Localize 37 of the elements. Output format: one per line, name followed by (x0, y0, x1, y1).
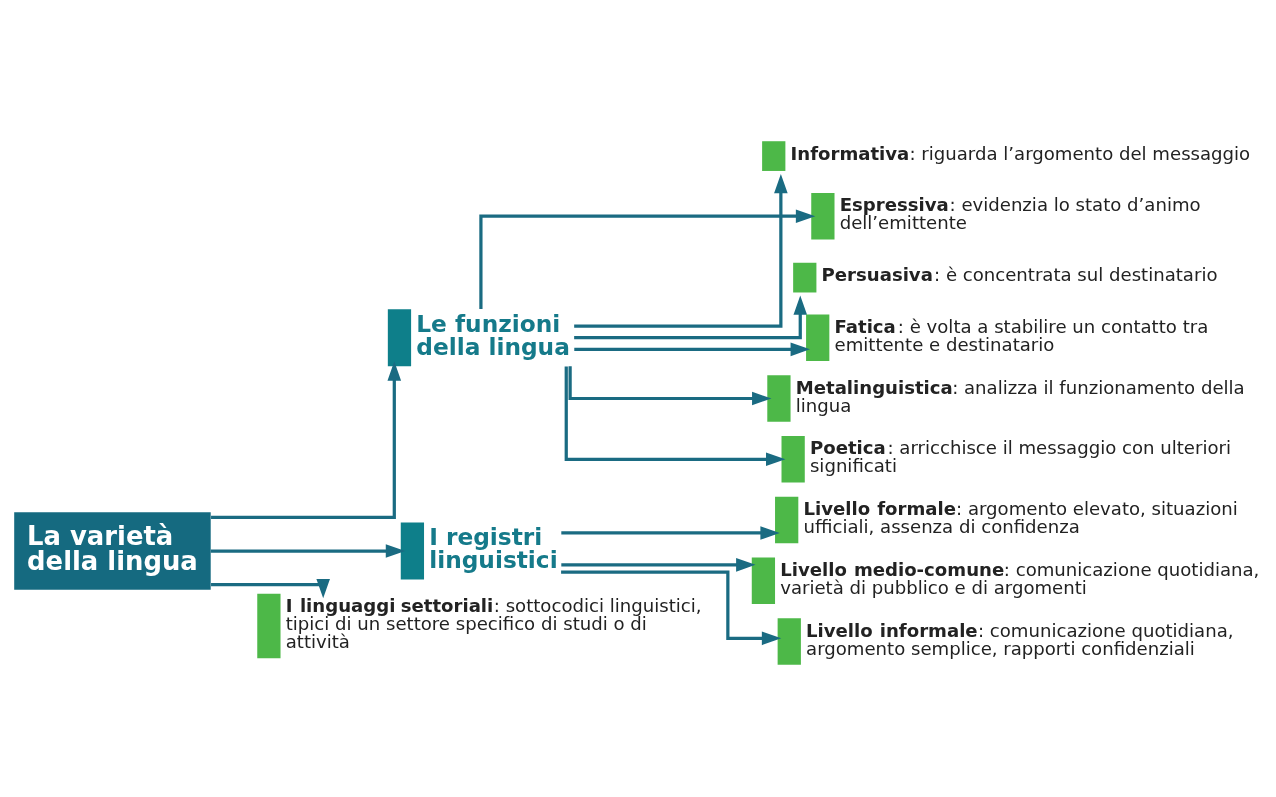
node-label: I linguaggi settoriali: sottocodici linguistici, tipici di un settore specifico di studi o di attività (285, 595, 702, 653)
node-box (257, 593, 281, 659)
arrow (211, 578, 330, 599)
arrow (561, 526, 780, 540)
node-box (793, 262, 817, 293)
node-label: Le funzioni della lingua (416, 309, 570, 361)
node-box (400, 522, 425, 580)
node-box (767, 375, 791, 422)
node-label: Livello medio-comune: comunicazione quotidiana, varietà di pubblico e di argomenti (780, 558, 1260, 598)
node-label: Poetica: arricchisce il messaggio con ulteriori significati (809, 437, 1231, 477)
arrow (561, 570, 782, 646)
node-label: Livello formale: argomento elevato, situazioni ufficiali, assenza di confidenza (803, 498, 1238, 538)
node-label: Persuasiva: è concentrata sul destinatario (821, 264, 1218, 286)
arrow (574, 295, 808, 340)
arrow (211, 361, 402, 520)
node-label: I registri linguistici (429, 523, 558, 574)
arrow (561, 558, 756, 572)
node-box (781, 436, 805, 483)
arrow (568, 366, 772, 406)
node-label: Livello informale: comunicazione quotidiana, argomento semplice, rapporti confidenziali (806, 619, 1234, 659)
node-box (775, 496, 799, 544)
arrow (574, 342, 810, 357)
arrow (479, 209, 816, 309)
node-label: Fatica: è volta a stabilire un contatto tra emittente e destinatario (834, 315, 1209, 355)
node-box (806, 314, 830, 361)
arrow (210, 544, 406, 558)
node-box (811, 192, 835, 240)
node-box (762, 141, 786, 171)
node-label: Metalinguistica: analizza il funzionamento della lingua (795, 376, 1245, 416)
node-label: Informativa: riguarda l’argomento del messaggio (790, 142, 1251, 164)
node-label: Espressiva: evidenzia lo stato d’animo dell’emittente (839, 194, 1201, 234)
node-box (777, 618, 801, 665)
arrow (574, 173, 788, 328)
node-box: La varietà della lingua (14, 512, 211, 590)
arrow (564, 366, 786, 467)
node-box (751, 557, 776, 605)
node-box (387, 309, 412, 367)
